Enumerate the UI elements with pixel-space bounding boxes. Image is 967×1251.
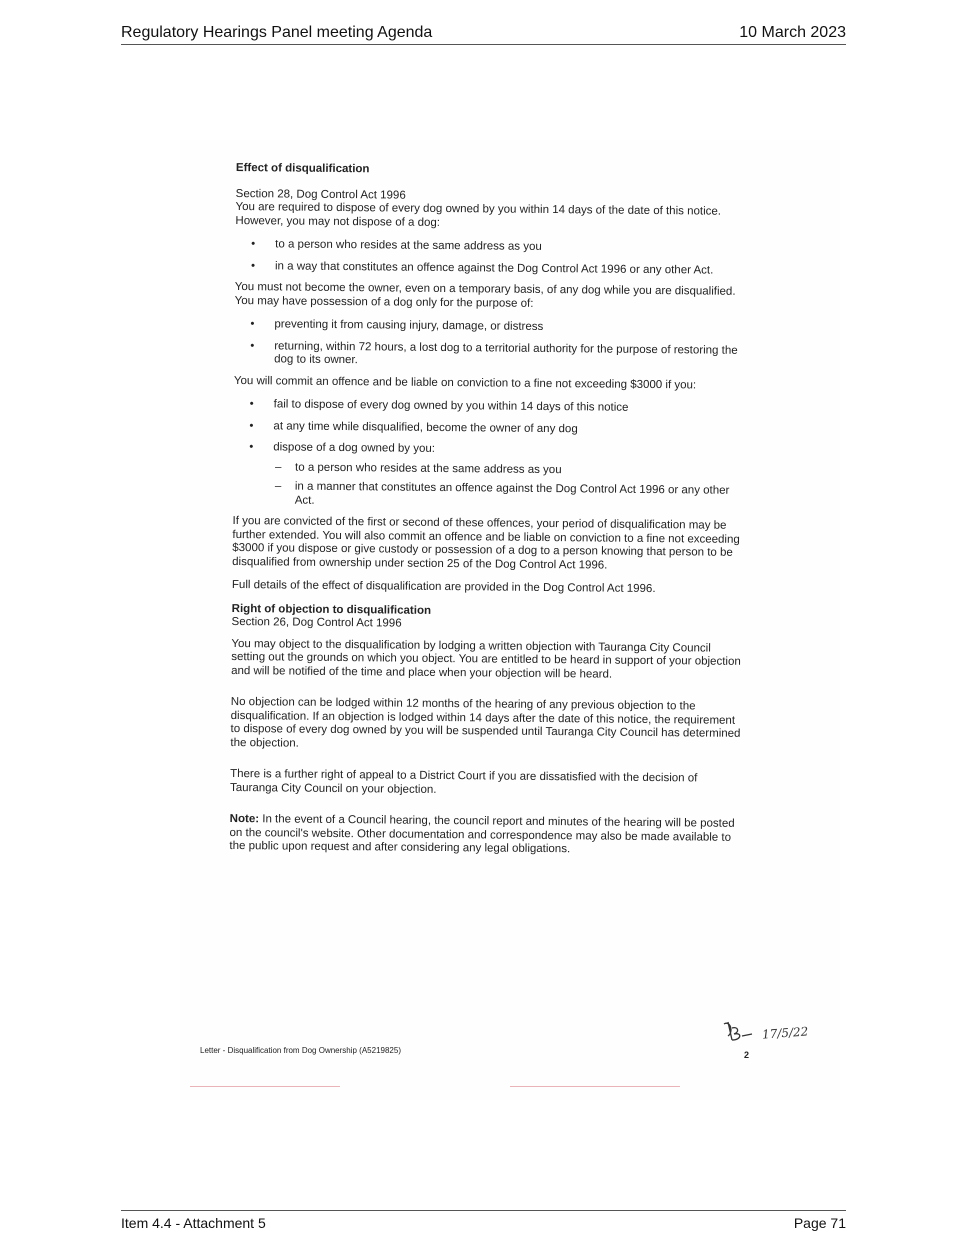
list-item: •returning, within 72 hours, a lost dog …: [250, 339, 738, 367]
sub-list-item: –in a manner that constitutes an offence…: [274, 480, 730, 507]
note-paragraph: Note: In the event of a Council hearing,…: [229, 813, 739, 858]
page-number: Page 71: [793, 1215, 846, 1231]
agenda-date: 10 March 2023: [739, 24, 846, 41]
letter-page-number: 2: [744, 1050, 750, 1060]
list-item: •dispose of a dog owned by you: –to a pe…: [233, 441, 744, 512]
letter-body: Effect of disqualification Section 28, D…: [229, 162, 746, 868]
list-item: •at any time while disqualified, become …: [249, 419, 578, 435]
scan-artifact-line: [510, 1086, 680, 1087]
list-item: •to a person who resides at the same add…: [251, 238, 542, 253]
bullet-list: •preventing it from causing injury, dama…: [234, 318, 744, 371]
paragraph: You may object to the disqualification b…: [231, 637, 741, 681]
sub-list: –to a person who resides at the same add…: [273, 461, 743, 512]
letter-document-reference: Letter - Disqualification from Dog Owner…: [200, 1046, 401, 1055]
paragraph: You must not become the owner, even on a…: [234, 280, 736, 310]
page-header: Regulatory Hearings Panel meeting Agenda…: [121, 22, 846, 45]
list-item: •preventing it from causing injury, dama…: [250, 318, 544, 333]
paragraph: If you are convicted of the first or sec…: [232, 514, 740, 572]
page-footer: Item 4.4 - Attachment 5 Page 71: [121, 1210, 846, 1233]
list-item: •fail to dispose of every dog owned by y…: [249, 398, 629, 414]
bullet-list: •fail to dispose of every dog owned by y…: [233, 398, 744, 512]
note-text: In the event of a Council hearing, the c…: [229, 813, 735, 856]
bullet-list: •to a person who resides at the same add…: [235, 238, 745, 278]
list-item: •in a way that constitutes an offence ag…: [250, 259, 714, 277]
scan-artifact-line: [190, 1086, 340, 1087]
attachment-label: Item 4.4 - Attachment 5: [121, 1215, 266, 1231]
paragraph: There is a further right of appeal to a …: [229, 767, 698, 796]
handwritten-signature: [723, 1021, 753, 1041]
section-heading: Effect of disqualification: [235, 162, 370, 176]
note-label: Note:: [229, 812, 260, 826]
sub-list-item: –to a person who resides at the same add…: [275, 460, 562, 476]
paragraph: You will commit an offence and be liable…: [233, 374, 697, 391]
paragraph: No objection can be lodged within 12 mon…: [230, 695, 741, 750]
paragraph: Full details of the effect of disqualifi…: [231, 578, 656, 596]
agenda-title: Regulatory Hearings Panel meeting Agenda: [121, 24, 433, 41]
paragraph: You are required to dispose of every dog…: [235, 200, 722, 229]
scanned-letter-page: Effect of disqualification Section 28, D…: [180, 140, 840, 1100]
